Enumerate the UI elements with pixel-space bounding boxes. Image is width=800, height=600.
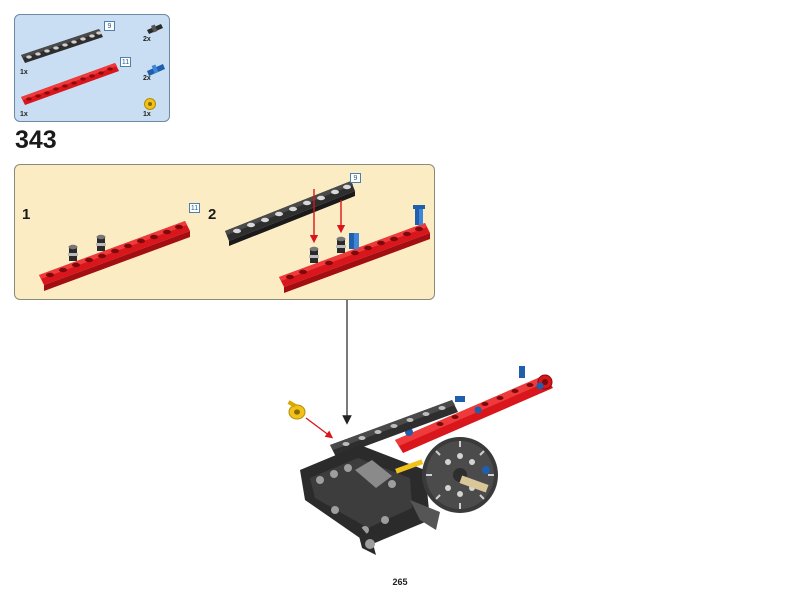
black-beam-9-part [21, 29, 103, 63]
black-pin [68, 244, 78, 261]
step-number: 343 [15, 126, 57, 154]
substeps-drawing [39, 181, 430, 293]
part-quantity: 2x [143, 75, 151, 82]
beam-length-badge: 9 [104, 21, 115, 31]
black-pin-part [147, 24, 163, 34]
black-pin [336, 236, 346, 253]
substeps-panel: 1 2 11 9 [14, 164, 435, 300]
part-quantity: 1x [143, 111, 151, 118]
substep-number: 2 [208, 206, 217, 223]
gear [422, 437, 498, 513]
substep-number: 1 [22, 206, 31, 223]
black-beam [330, 400, 458, 457]
parts-list-drawing [21, 24, 165, 110]
blue-axle-pin [349, 233, 359, 249]
part-quantity: 1x [20, 69, 28, 76]
page-number: 265 [392, 577, 408, 587]
part-quantity: 2x [143, 36, 151, 43]
part-quantity: 1x [20, 111, 28, 118]
beam-length-badge: 9 [350, 173, 361, 183]
black-pin [309, 246, 319, 263]
yellow-bush [287, 400, 306, 420]
red-beam-11-part [21, 63, 119, 105]
blue-axle-pin-part [147, 64, 165, 76]
blue-axle-pin [405, 366, 544, 436]
parts-list-panel: 9 11 1x 1x 2x 2x 1x [14, 14, 170, 122]
blue-axle-pin [413, 205, 425, 225]
insert-arrow [305, 417, 334, 439]
beam-length-badge: 11 [189, 203, 200, 213]
yellow-bush-part [144, 98, 156, 110]
beam-length-badge: 11 [120, 57, 131, 67]
substep-2-illustration [225, 181, 430, 293]
substep-1-illustration [39, 221, 190, 291]
black-pin [96, 234, 106, 251]
chassis-assembly [300, 445, 440, 555]
